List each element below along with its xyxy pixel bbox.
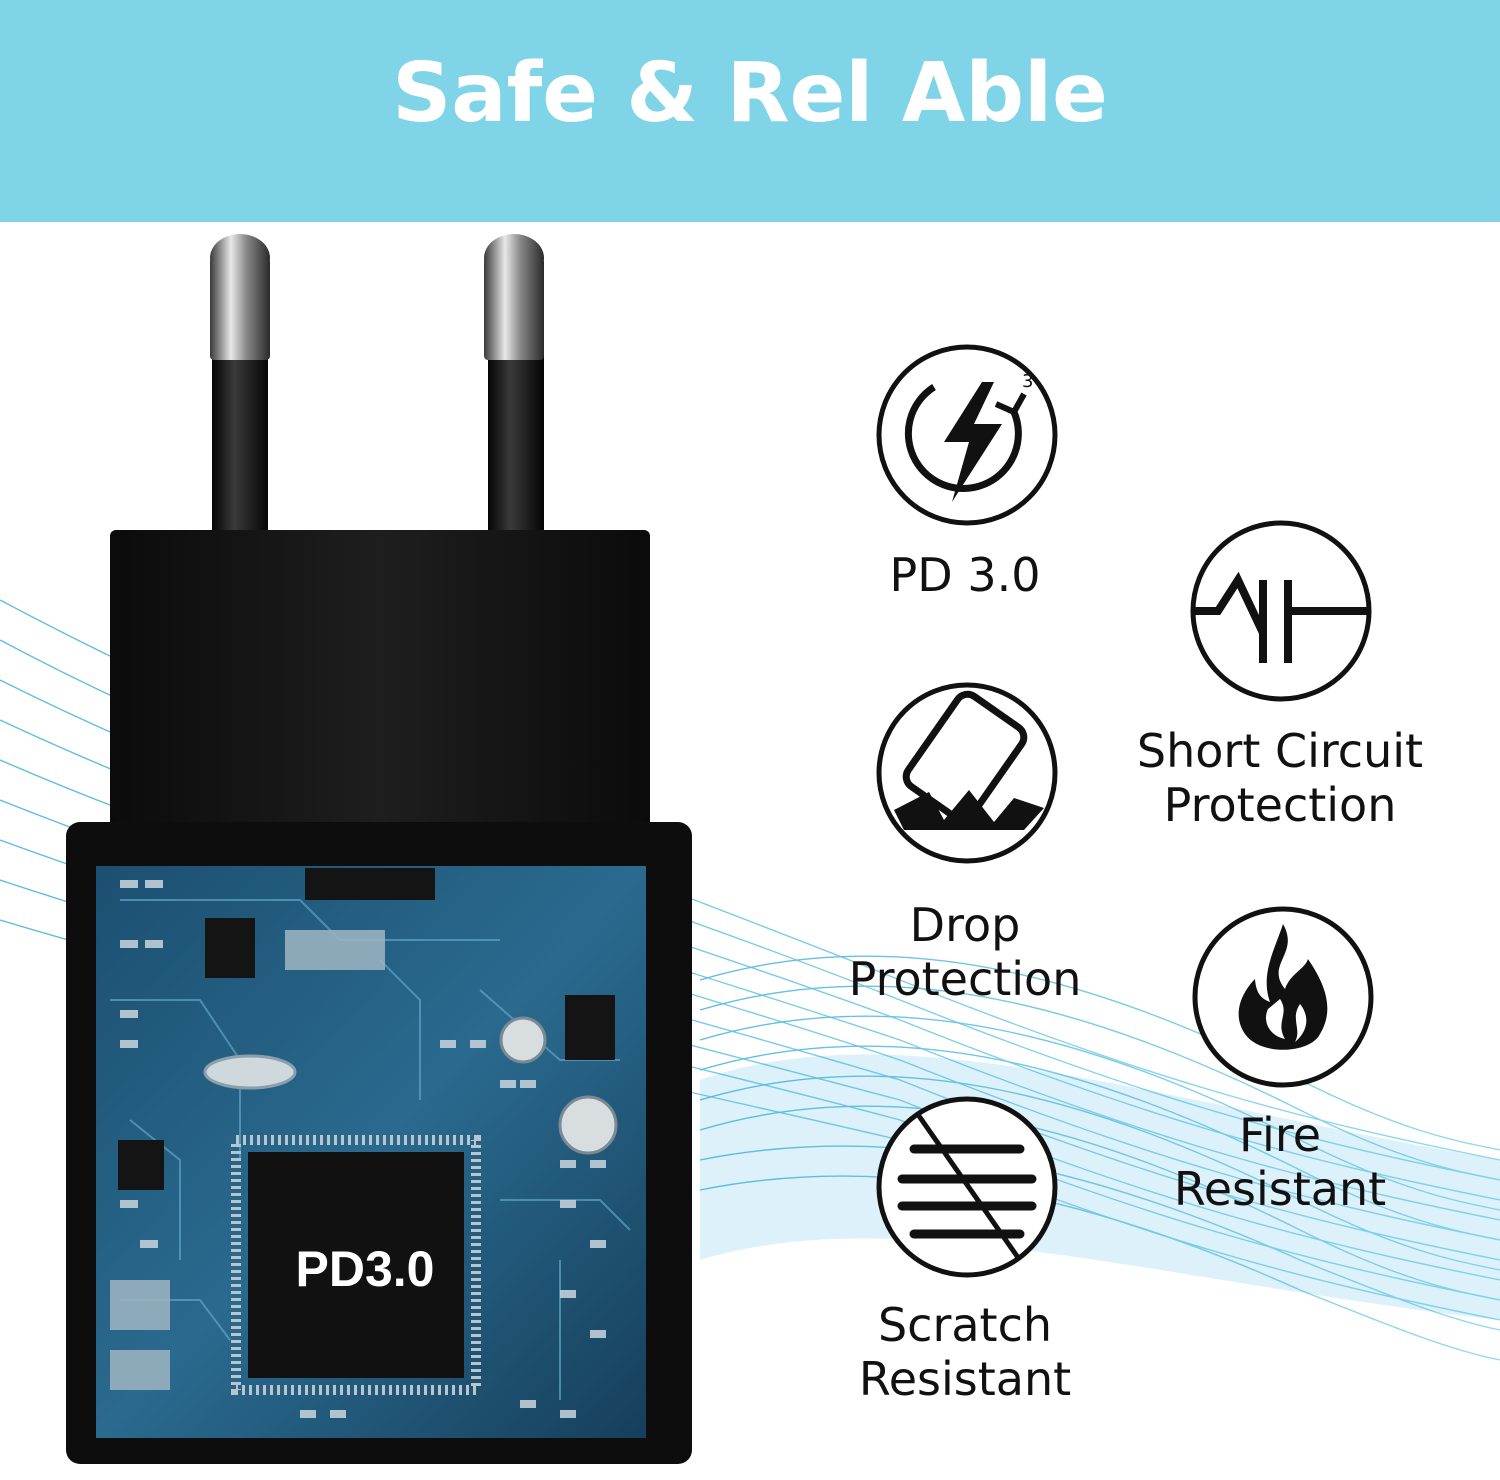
plug-pins [210,234,544,530]
scratch-resistant-icon [876,1096,1058,1278]
feature-label-short-circuit: Short Circuit Protection [1136,724,1424,832]
feature-label-drop: Drop Protection [848,898,1082,1006]
charger-illustration [66,234,692,1464]
chip-label: PD3.0 [295,1241,435,1297]
drop-protection-icon [876,682,1058,864]
feature-label-scratch: Scratch Resistant [858,1298,1072,1406]
feature-label-pd: PD 3.0 [889,548,1041,602]
header-banner: Safe & Rel Able [0,0,1500,222]
lightning-bolt-icon: 3 [876,344,1058,526]
svg-text:3: 3 [1022,371,1033,392]
flame-icon [1192,906,1374,1088]
banner-title: Safe & Rel Able [392,45,1108,141]
short-circuit-icon [1190,520,1372,702]
feature-label-fire: Fire Resistant [1173,1108,1387,1216]
